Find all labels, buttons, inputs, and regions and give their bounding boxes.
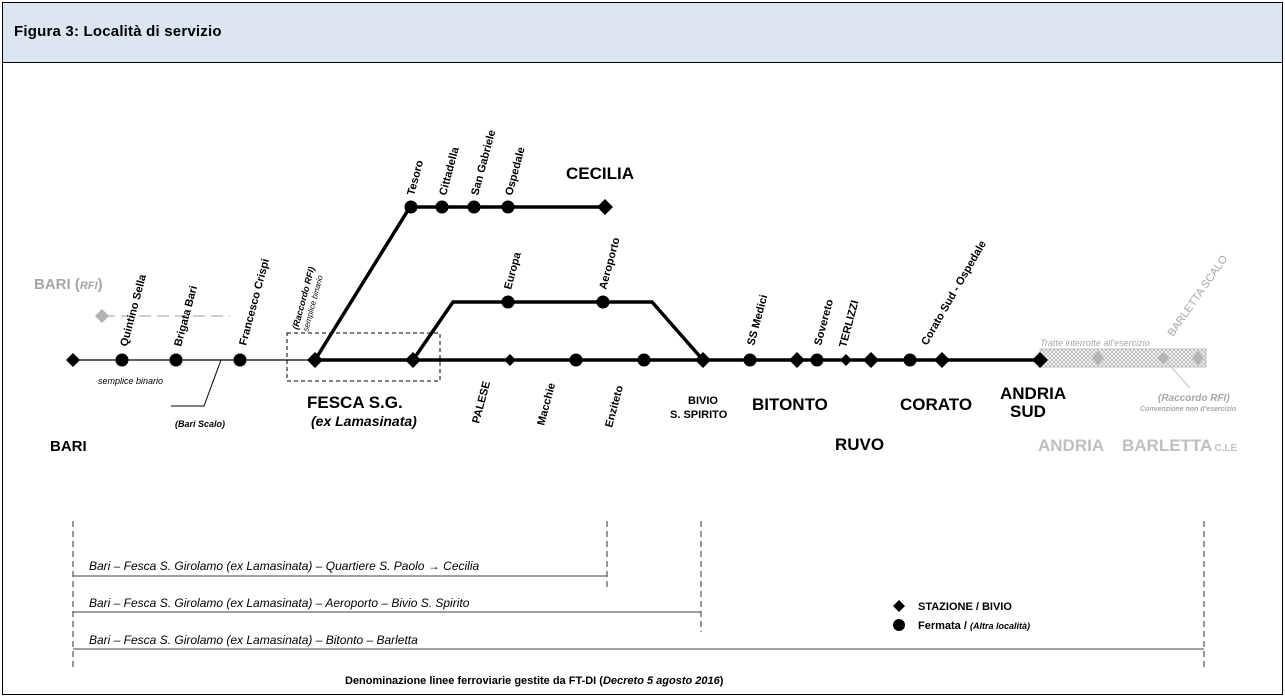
label-europa: Europa [502, 250, 524, 291]
label-quintino-sella: Quintino Sella [118, 272, 149, 347]
label-san-gabriele: San Gabriele [469, 129, 498, 197]
line-name-2: Bari – Fesca S. Girolamo (ex Lamasinata)… [89, 596, 470, 610]
station-palese [504, 354, 516, 366]
label-ex-lamasinata: (ex Lamasinata) [311, 413, 417, 429]
inactive-section [95, 309, 1207, 389]
label-tratte: Tratte interrotte all'esercizio [1040, 338, 1150, 348]
label-raccordo-rfi-2: (Raccordo RFI) [1158, 393, 1230, 404]
stop-macchie [569, 353, 583, 367]
station-diamond [1192, 351, 1204, 365]
interrupted-track [1039, 348, 1207, 368]
label-terlizzi: TERLIZZI [837, 299, 861, 349]
footer-caption: Denominazione linee ferroviarie gestite … [345, 675, 724, 687]
label-enziteto: Enziteto [603, 384, 626, 429]
station-corato [934, 352, 950, 368]
label-aeroporto: Aeroporto [597, 236, 622, 291]
stop-ss-medici [743, 353, 757, 367]
label-corato: CORATO [900, 395, 972, 414]
bari-rfi-diamond [95, 309, 109, 323]
stop-tesoro [404, 200, 418, 214]
station-fesca [307, 352, 323, 368]
label-ss-medici: SS Medici [745, 293, 770, 346]
stop-aeroporto [596, 295, 610, 309]
stop-brigata-bari [169, 353, 183, 367]
label-palese: PALESE [470, 380, 493, 425]
label-convenzione: Convenzione non d'esercizio [1140, 406, 1237, 413]
label-bivio: BIVIO [688, 395, 718, 407]
raccordo-leader [1162, 357, 1191, 389]
station-bari [66, 353, 80, 367]
stop-francesco-crispi [233, 353, 247, 367]
station-bivio-s-spirito [695, 352, 711, 368]
bari-scalo-leader [171, 359, 222, 407]
label-sovereto: Sovereto [812, 298, 836, 347]
line-denominations: Bari – Fesca S. Girolamo (ex Lamasinata)… [72, 521, 1205, 687]
stations [66, 199, 1048, 368]
stop-europa [501, 295, 515, 309]
label-semplice-binario: semplice binario [98, 376, 163, 386]
label-ospedale: Ospedale [503, 146, 527, 197]
stop-sovereto [810, 353, 824, 367]
stop-enziteto [637, 353, 651, 367]
track-cecilia [313, 205, 605, 361]
track-aeroporto [411, 300, 705, 362]
label-andria: ANDRIA [1038, 436, 1104, 455]
stop-quintino-sella [115, 353, 129, 367]
station-bitonto [789, 352, 805, 368]
station-cecilia [597, 199, 613, 215]
label-cittadella: Cittadella [437, 145, 462, 197]
station-diamond [1092, 351, 1104, 365]
station-terlizzi [840, 354, 852, 366]
stops [115, 200, 917, 367]
label-bari: BARI [50, 438, 87, 455]
station-andria-sud [1032, 352, 1048, 368]
legend-stop-label: Fermata / (Altra località) [918, 620, 1030, 632]
figure-title: Figura 3: Località di servizio [14, 23, 222, 40]
fesca-box [286, 332, 441, 382]
label-tesoro: Tesoro [405, 159, 426, 197]
track-lines [73, 205, 1040, 407]
line-name-1: Bari – Fesca S. Girolamo (ex Lamasinata)… [89, 559, 479, 573]
figure-header: Figura 3: Località di servizio [3, 3, 1282, 63]
label-bitonto: BITONTO [752, 395, 828, 414]
label-andria-sud-1: ANDRIA [1000, 384, 1066, 403]
label-barletta-scalo: BARLETTA SCALO [1166, 253, 1231, 339]
stop-corato-sud [903, 353, 917, 367]
label-ruvo: RUVO [835, 435, 884, 454]
label-macchie: Macchie [535, 382, 558, 427]
label-bari-scalo: (Bari Scalo) [175, 419, 225, 429]
label-andria-sud-2: SUD [1010, 402, 1046, 421]
label-s-spirito: S. SPIRITO [670, 409, 728, 421]
stop-san-gabriele [467, 200, 481, 214]
label-corato-sud: Corato Sud - Ospedale [919, 239, 989, 348]
label-francesco-crispi: Francesco Crispi [237, 257, 272, 346]
legend-diamond-icon [893, 600, 905, 612]
stop-cittadella [435, 200, 449, 214]
station-ruvo [863, 352, 879, 368]
label-fesca: FESCA S.G. [307, 393, 403, 412]
legend-circle-icon [893, 619, 905, 631]
legend-station-label: STAZIONE / BIVIO [918, 601, 1012, 613]
label-bari-rfi: BARI (RFI) [34, 276, 103, 293]
label-cecilia: CECILIA [566, 164, 634, 183]
station-bivio-fesca [405, 352, 421, 368]
line-name-3: Bari – Fesca S. Girolamo (ex Lamasinata)… [89, 633, 418, 647]
stop-ospedale [501, 200, 515, 214]
